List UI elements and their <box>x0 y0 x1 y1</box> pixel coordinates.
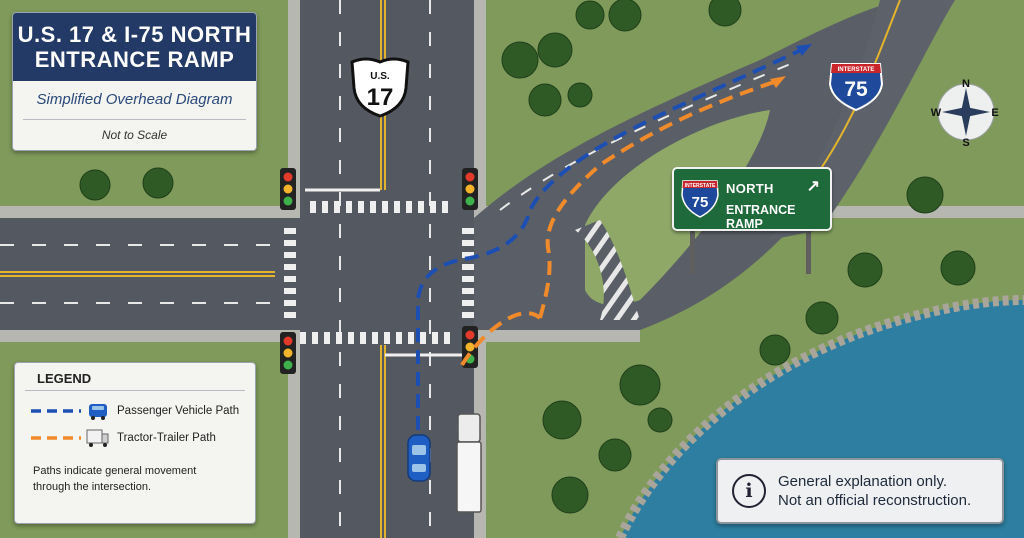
truck-path-arrowhead <box>770 76 786 88</box>
compass-w: W <box>931 107 942 119</box>
title-panel: U.S. 17 & I-75 NORTH ENTRANCE RAMP Simpl… <box>12 12 257 151</box>
disclaimer-line-2: Not an official reconstruction. <box>778 492 972 509</box>
compass-n: N <box>962 78 970 90</box>
compass-rose: N E S W <box>931 78 999 149</box>
legend-label-truck: Tractor-Trailer Path <box>117 432 216 444</box>
traffic-signal-sw <box>280 332 296 374</box>
title-line-2: ENTRANCE RAMP <box>34 47 235 72</box>
sign-post-right <box>806 226 811 274</box>
truck-icon <box>86 429 109 447</box>
sign-line-2: ENTRANCE RAMP <box>726 203 796 231</box>
scale-note: Not to Scale <box>101 128 168 142</box>
traffic-signal-nw <box>280 168 296 210</box>
entrance-ramp-sign: INTERSTATE 75 NORTH ENTRANCE RAMP ↗ <box>672 167 832 231</box>
interstate-label: INTERSTATE <box>838 67 875 73</box>
legend-heading: LEGEND <box>37 371 92 386</box>
tractor-trailer-path-start <box>460 311 542 367</box>
gore-hatching <box>575 220 640 320</box>
compass-e: E <box>991 107 998 119</box>
tractor-trailer-path <box>538 78 781 319</box>
legend-item-passenger: Passenger Vehicle Path <box>29 400 239 422</box>
legend-note-line-1: Paths indicate general movement <box>33 465 197 477</box>
palm-trees <box>79 0 976 514</box>
passenger-path-swatch <box>31 404 107 420</box>
compass-s: S <box>962 137 969 149</box>
rock-shoreline <box>615 295 1024 538</box>
info-icon: i <box>732 474 766 508</box>
legend-item-truck: Tractor-Trailer Path <box>29 427 216 449</box>
legend-note-line-2: through the intersection. <box>33 481 152 493</box>
disclaimer-text: General explanation only. Not an officia… <box>778 472 971 510</box>
us-route-number: 17 <box>367 84 394 111</box>
legend-divider <box>25 390 245 391</box>
sign-arrow-icon: ↗ <box>806 178 820 195</box>
us-route-label: U.S. <box>370 71 390 82</box>
ramp-lane-line <box>499 59 801 211</box>
legend-label-passenger: Passenger Vehicle Path <box>117 405 240 417</box>
traffic-signal-ne <box>462 168 478 210</box>
title-band: U.S. 17 & I-75 NORTH ENTRANCE RAMP <box>13 13 256 81</box>
passenger-vehicle-path <box>416 46 806 430</box>
disclaimer-line-1: General explanation only. <box>778 473 947 490</box>
sign-post-left <box>690 226 695 274</box>
sign-interstate-label: INTERSTATE <box>685 183 716 189</box>
legend-panel: LEGEND Passenger Vehicle Path <box>14 362 256 524</box>
tractor-trailer <box>456 413 482 513</box>
legend-note: Paths indicate general movement through … <box>33 463 243 495</box>
truck-path-swatch <box>31 429 109 447</box>
interstate-number: 75 <box>844 78 868 101</box>
interstate-75-shield: INTERSTATE 75 <box>828 63 884 112</box>
car-path-arrowhead <box>796 44 812 56</box>
sign-line-1: NORTH <box>726 181 774 196</box>
car-icon <box>89 404 107 420</box>
us-17-shield: U.S. 17 <box>350 57 410 118</box>
sign-interstate-shield: INTERSTATE 75 <box>681 180 719 218</box>
title-line-1: U.S. 17 & I-75 NORTH <box>17 22 252 47</box>
disclaimer-box: i General explanation only. Not an offic… <box>716 458 1004 524</box>
subtitle: Simplified Overhead Diagram <box>23 81 246 120</box>
sign-interstate-number: 75 <box>692 194 709 211</box>
passenger-car <box>407 434 431 482</box>
